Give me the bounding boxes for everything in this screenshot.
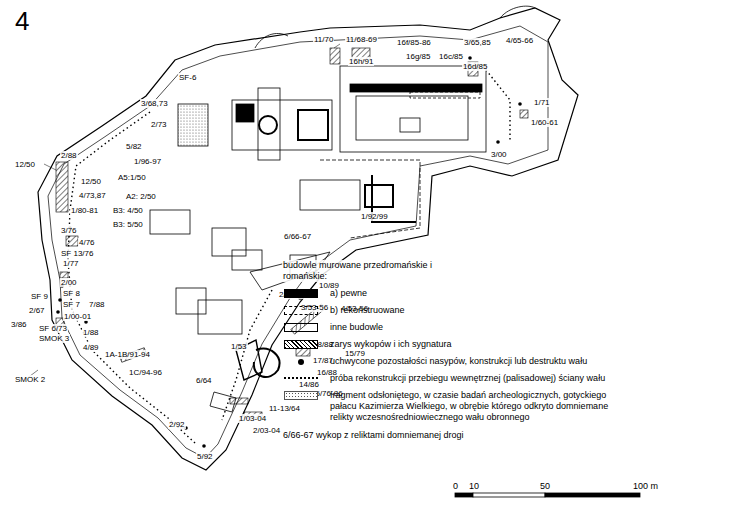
- scale-bar: [455, 493, 640, 497]
- legend-text: próba rekonstrukcji przebiegu wewnętrzne…: [330, 373, 620, 384]
- trench-signature: B3: 5/50: [112, 220, 144, 229]
- trench-signature: 1/03-04: [238, 414, 267, 423]
- trench-signature: SMOK 3: [38, 334, 70, 343]
- trench-signature: 14/86: [298, 380, 320, 389]
- legend-text: b) rekonstruowane: [330, 305, 620, 316]
- trench-signature: A5:1/50: [117, 173, 147, 182]
- solid-swatch: [284, 289, 318, 298]
- trench-signature: SF 13/76: [60, 249, 94, 258]
- trench-signature: B3: 4/50: [112, 206, 144, 215]
- trench-signature: 1/60-61: [530, 118, 559, 127]
- trench-signature: 2/73: [150, 120, 168, 129]
- trench-signature: 3/76: [60, 226, 78, 235]
- dot-swatch: [298, 359, 304, 365]
- legend-text: fragment odsłoniętego, w czasie badań ar…: [330, 390, 620, 423]
- dashed-swatch: [284, 306, 318, 315]
- trench-signature: 11/70: [313, 35, 334, 44]
- legend-text: a) pewne: [330, 288, 620, 299]
- trench-signature: 2/88: [60, 151, 78, 160]
- trench-signature: 12/50: [14, 160, 36, 169]
- trench-signature: 12/50: [80, 177, 102, 186]
- scale-label: 0: [452, 481, 459, 492]
- trench-signature: 3/86: [10, 320, 28, 329]
- hill-outline: [38, 6, 578, 470]
- trench-signature: 1/92/99: [360, 212, 389, 221]
- trench-signature: 1C/94-96: [128, 368, 163, 377]
- trench-signature: 5/92: [196, 452, 214, 461]
- leader-lines: [26, 44, 340, 428]
- stippled-swatch: [284, 391, 318, 400]
- trench-signature: 2/92: [168, 420, 186, 429]
- trench-signature: 6/66-67: [283, 232, 312, 241]
- trench-signature: SF 9: [30, 292, 49, 301]
- trench-signature: 16h/91: [348, 57, 374, 66]
- trench-signature: 5/82: [125, 142, 143, 151]
- trench-signature: 4/76: [78, 238, 96, 247]
- trench-signature: SF 7: [62, 300, 81, 309]
- trench-signature: 16f/85-86: [396, 38, 432, 47]
- rampart-dots: [56, 56, 522, 448]
- trench-signature: 16g/85: [405, 52, 431, 61]
- trench-signature: 1/77: [62, 259, 80, 268]
- legend-text: zarys wykopów i ich sygnatura: [330, 339, 620, 350]
- trench-signature: 1A-1B/91-94: [104, 350, 151, 359]
- figure-number: 4: [14, 6, 30, 37]
- hatched-swatch: [284, 340, 318, 349]
- legend-text: inne budowle: [330, 322, 620, 333]
- trench-signature: 3/00: [490, 150, 508, 159]
- trench-signature: 3/65,85: [463, 38, 492, 47]
- trench-signature: 3/53-56: [300, 303, 329, 312]
- palisade-line: [68, 70, 510, 444]
- trench-signature: 2/67: [28, 306, 46, 315]
- trench-signature: A2: 2/50: [125, 192, 157, 201]
- trench-signature: 4/65-66: [505, 36, 534, 45]
- trench-signature: 11-13/64: [268, 404, 301, 413]
- trench-signature: 1/80-81: [70, 206, 99, 215]
- trench-signature: 16d/85: [462, 62, 488, 71]
- trench-signature: 7/88: [88, 300, 106, 309]
- trench-signature: SF 8: [62, 289, 81, 298]
- trench-signature: 2/03-04: [252, 426, 281, 435]
- scale-label: 100 m: [632, 481, 659, 492]
- trench-signature: 3/68,73: [140, 99, 169, 108]
- legend-note: budowle murowane przedromańskie i romańs…: [282, 260, 434, 282]
- trench-signature: 4/73,87: [78, 191, 107, 200]
- trench-signature: 4/89: [82, 343, 100, 352]
- scale-label: 50: [539, 481, 551, 492]
- outline-swatch: [284, 323, 318, 332]
- trench-signature: 1/71: [533, 98, 551, 107]
- scale-label: 10: [468, 481, 480, 492]
- trench-signature: 16c/85: [438, 52, 464, 61]
- trench-signature: 1/96-97: [133, 157, 162, 166]
- trench-signature: 1/88: [82, 328, 100, 337]
- trench-signature: 6/64: [195, 376, 213, 385]
- dotted-line-swatch: [284, 377, 318, 380]
- trench-signature: 1/00-01: [63, 312, 92, 321]
- trench-signature: 1/53: [230, 342, 248, 351]
- trench-signature: SMOK 2: [14, 375, 46, 384]
- trench-signature: SF-6: [178, 73, 197, 82]
- legend-text: uchwycone pozostałości nasypów, konstruk…: [330, 356, 620, 367]
- legend-note: 6/66-67 wykop z reliktami domniemanej dr…: [282, 430, 465, 441]
- trench-signature: SF 6/73: [38, 324, 68, 333]
- trench-signature: 11/68-69: [345, 35, 378, 44]
- trench-signature: 2/00: [60, 278, 78, 287]
